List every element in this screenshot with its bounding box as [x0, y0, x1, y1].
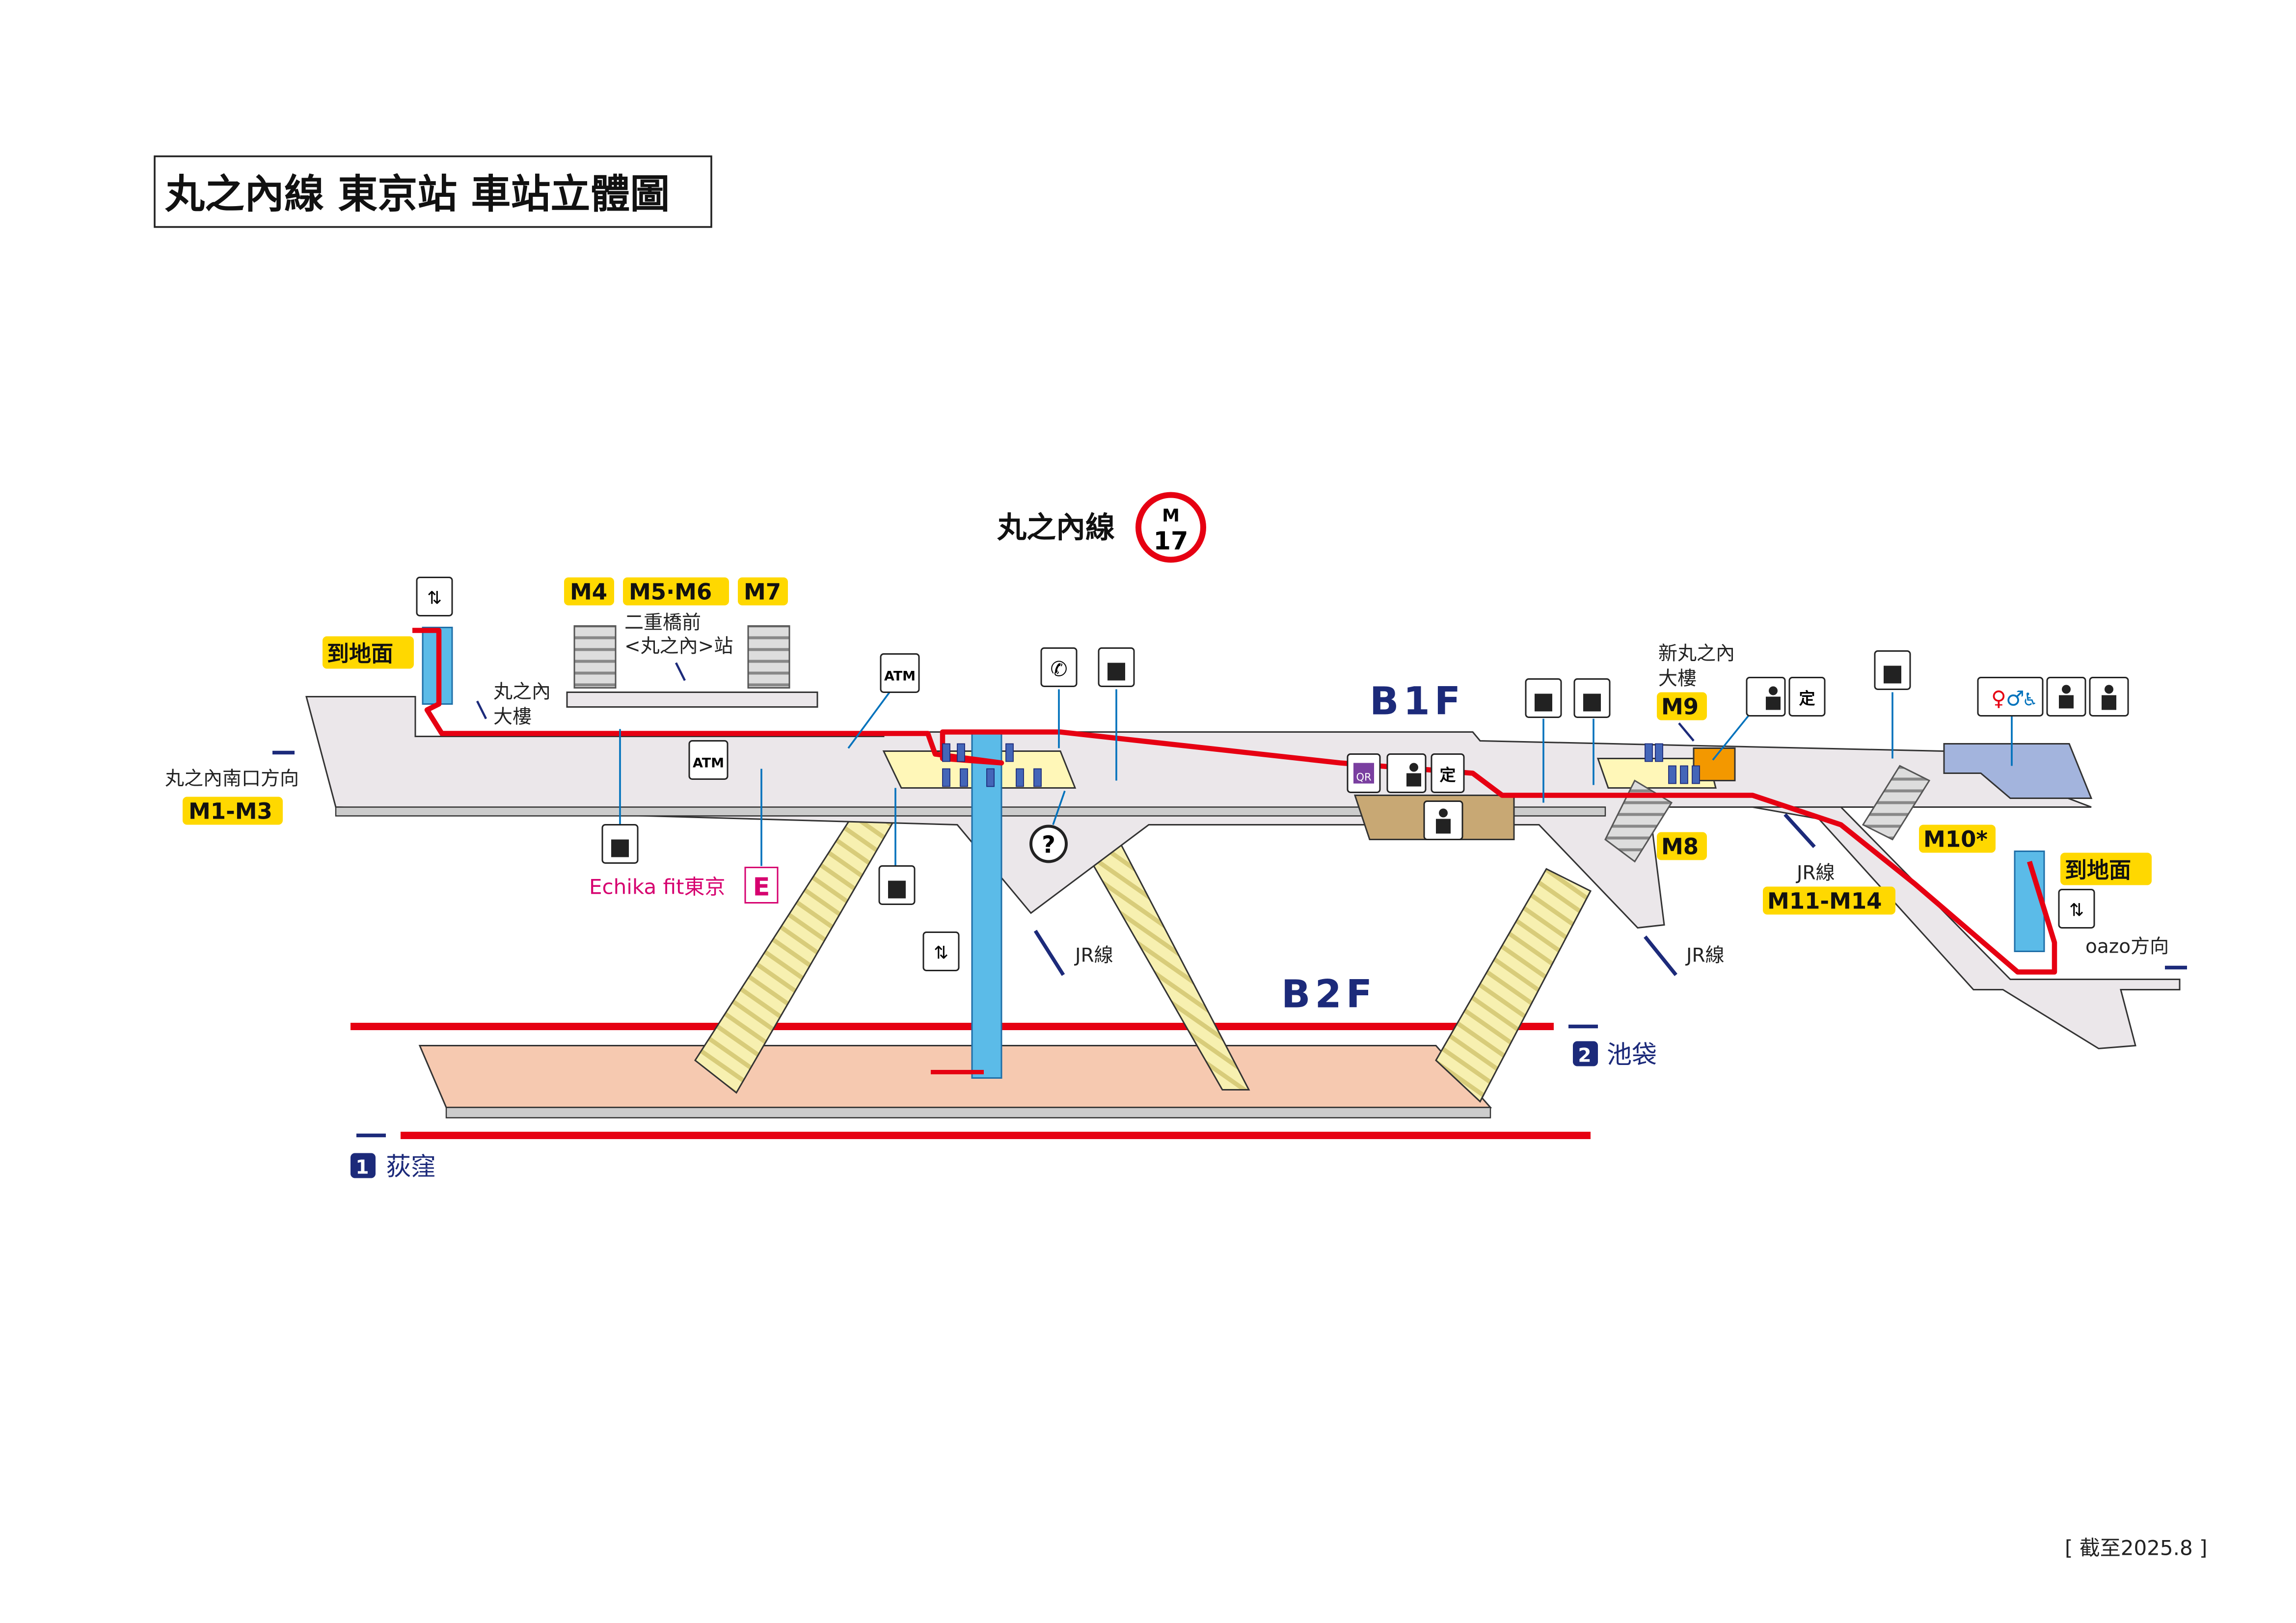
- svg-text:大樓: 大樓: [1658, 668, 1697, 690]
- svg-text:⇅: ⇅: [2069, 901, 2084, 921]
- stairs-m10: [1862, 765, 1931, 841]
- page-title: 丸之內線 東京站 車站立體圖: [164, 172, 670, 218]
- station-office-icon: [1423, 800, 1463, 840]
- atm-icon: ATM: [688, 740, 729, 780]
- info-icon: ?: [1029, 825, 1068, 863]
- coin-locker-icon: [1098, 647, 1135, 687]
- commuter-pass-icon: 定: [1788, 677, 1826, 717]
- commuter-pass-icon: 定: [1431, 753, 1465, 793]
- exit-m9: M9: [1661, 694, 1699, 720]
- svg-text:定: 定: [1440, 766, 1456, 785]
- south-exit-label: 丸之內南口方向: [165, 768, 299, 790]
- exit-m1-m3: M1-M3: [189, 798, 272, 825]
- elevator-icon: ⇅: [416, 577, 453, 616]
- floor-b2f: B2F: [1281, 973, 1377, 1017]
- qr-ticket-machine-icon: QR: [1347, 753, 1381, 793]
- ticket-gates: [942, 743, 1700, 787]
- barrier-free-route: [412, 628, 2057, 975]
- exit-to-ground-right: 到地面: [2065, 857, 2131, 883]
- direction-arrows: [272, 662, 2187, 1138]
- svg-text:定: 定: [1799, 689, 1815, 708]
- svg-text:♀: ♀: [1991, 687, 2006, 711]
- leader-lines: [619, 689, 2013, 866]
- as-of-date: [ 截至2025.8 ]: [2065, 1536, 2207, 1560]
- svg-text:2: 2: [1578, 1045, 1591, 1067]
- svg-text:QR: QR: [1356, 772, 1371, 783]
- elevator-center: [971, 730, 1002, 1079]
- svg-text:17: 17: [1154, 527, 1189, 556]
- oazo-label: oazo方向: [2085, 936, 2169, 958]
- svg-text:大樓: 大樓: [493, 706, 532, 728]
- fare-adjustment-icon: [1386, 753, 1427, 793]
- baby-care-icon: [2046, 677, 2086, 717]
- svg-text:池袋: 池袋: [1607, 1041, 1657, 1070]
- exit-to-ground-left: 到地面: [327, 641, 393, 667]
- echika-badge: E: [744, 867, 779, 904]
- svg-text:⇅: ⇅: [934, 943, 948, 963]
- svg-text:丸之內: 丸之內: [493, 681, 551, 703]
- telephone-icon: ✆: [1040, 647, 1078, 687]
- exit-m8: M8: [1661, 834, 1699, 860]
- line-name: 丸之內線: [997, 511, 1115, 545]
- svg-text:♂: ♂: [2006, 687, 2025, 711]
- exit-m10: M10*: [1923, 826, 1988, 852]
- exit-m11-m14: M11-M14: [1767, 888, 1882, 914]
- svg-text:✆: ✆: [1050, 657, 1067, 681]
- svg-text:1: 1: [355, 1157, 369, 1179]
- restroom-icon: ♀♂♿: [1977, 677, 2044, 717]
- coin-locker-icon: [1525, 678, 1562, 718]
- svg-text:M: M: [1162, 506, 1180, 526]
- svg-text:荻窪: 荻窪: [386, 1153, 436, 1182]
- multipurpose-room-icon: [2089, 677, 2129, 717]
- atm-icon: ATM: [880, 653, 920, 693]
- exit-m7: M7: [744, 579, 781, 605]
- stairs-m4: [573, 625, 617, 689]
- stairs-m7: [747, 625, 790, 689]
- svg-text:ATM: ATM: [693, 756, 724, 771]
- exit-m5-m6: M5·M6: [629, 579, 712, 605]
- svg-text:新丸之內: 新丸之內: [1658, 643, 1735, 665]
- stairs-b2-3: [1435, 868, 1592, 1103]
- title-box: 丸之內線 東京站 車站立體圖: [154, 155, 712, 228]
- echika-label[interactable]: Echika fit東京: [589, 875, 726, 899]
- svg-text:?: ?: [1042, 831, 1055, 859]
- station-number-badge: M 17: [1135, 492, 1206, 563]
- fare-adjustment-icon: [1746, 677, 1786, 717]
- jr-label-3: JR線: [1795, 862, 1835, 884]
- svg-text:<丸之內>站: <丸之內>站: [624, 636, 733, 658]
- coin-locker-icon: [1874, 650, 1911, 690]
- elevator-icon: ⇅: [2058, 889, 2095, 929]
- direction-ikebukuro: 2 池袋: [1573, 1041, 1657, 1070]
- elevator-icon: ⇅: [922, 931, 960, 971]
- b2f-platform: [418, 1045, 1492, 1118]
- jr-label-1: JR線: [1074, 945, 1113, 967]
- floor-b1f: B1F: [1370, 680, 1465, 724]
- coin-locker-icon: [601, 824, 639, 864]
- exit-m4: M4: [570, 579, 607, 605]
- svg-text:E: E: [753, 873, 770, 902]
- svg-text:⇅: ⇅: [427, 588, 442, 609]
- coin-locker-icon: [1573, 678, 1611, 718]
- jr-label-2: JR線: [1685, 945, 1725, 967]
- svg-text:二重橋前: 二重橋前: [624, 612, 701, 634]
- direction-ogikubo: 1 荻窪: [351, 1153, 436, 1182]
- svg-text:♿: ♿: [2022, 690, 2038, 710]
- svg-text:ATM: ATM: [884, 669, 916, 684]
- coin-locker-icon: [878, 865, 916, 905]
